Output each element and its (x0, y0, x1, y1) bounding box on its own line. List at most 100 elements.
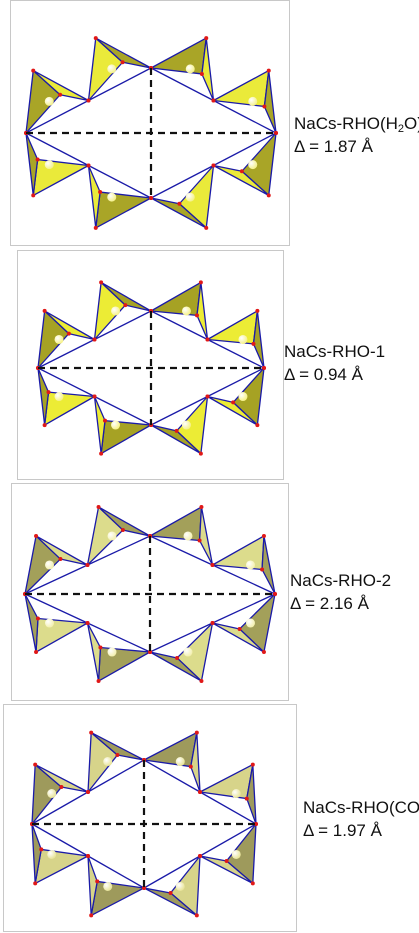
tetrahedron (24, 68, 91, 135)
oxygen-atom (85, 621, 90, 625)
oxygen-atom (92, 337, 97, 342)
oxygen-atom (198, 790, 202, 794)
cation-sphere (185, 192, 195, 202)
tetrahedron (205, 366, 266, 428)
oxygen-atom (34, 650, 39, 655)
ring-diagram-4 (30, 730, 258, 918)
oxygen-atom (93, 36, 98, 41)
cation-sphere (238, 392, 248, 402)
cation-sphere (107, 531, 117, 541)
oxygen-atom (266, 68, 271, 73)
oxygen-atom (210, 563, 215, 567)
tetrahedron (149, 394, 210, 456)
oxygen-atom (274, 131, 278, 135)
cation-sphere (111, 306, 121, 316)
cation-sphere (248, 96, 258, 106)
tetrahedron (211, 68, 278, 135)
oxygen-atom (177, 201, 182, 206)
tetrahedron (24, 131, 91, 198)
tetrahedron (92, 394, 153, 456)
oxygen-atom (46, 390, 51, 395)
oxygen-atom (204, 225, 209, 230)
cation-sphere (44, 96, 54, 106)
oxygen-atom (120, 60, 125, 65)
oxygen-atom (34, 533, 39, 538)
oxygen-atom (59, 785, 64, 790)
oxygen-atom (261, 650, 266, 655)
ring-diagram-2 (36, 280, 266, 456)
cation-sphere (185, 64, 195, 74)
oxygen-atom (85, 563, 90, 567)
oxygen-atom (58, 92, 63, 97)
oxygen-atom (261, 533, 266, 538)
structure-label-1: NaCs-RHO(H2O) Δ = 1.87 Å (294, 112, 419, 158)
distortion-value-2: Δ = 0.94 Å (284, 365, 363, 384)
oxygen-atom (250, 881, 255, 886)
structure-name-2: NaCs-RHO-1 (284, 342, 386, 361)
oxygen-atom (115, 753, 120, 758)
oxygen-atom (231, 400, 236, 405)
structure-label-2: NaCs-RHO-1 Δ = 0.94 Å (284, 340, 385, 386)
oxygen-atom (198, 280, 203, 285)
tetrahedron (198, 762, 258, 826)
cation-sphere (47, 789, 57, 799)
oxygen-atom (86, 98, 91, 103)
tetrahedron (30, 762, 90, 826)
distortion-value-4: Δ = 1.97 Å (303, 821, 382, 840)
cation-sphere (107, 647, 117, 657)
oxygen-atom (205, 337, 210, 342)
tetrahedron (92, 280, 153, 342)
tetrahedron (23, 592, 90, 655)
oxygen-atom (224, 858, 229, 863)
oxygen-atom (251, 341, 256, 346)
tetrahedron (149, 36, 216, 103)
tetrahedron (86, 36, 153, 103)
structure-panel-1 (10, 0, 290, 246)
oxygen-atom (237, 626, 242, 631)
oxygen-atom (266, 193, 271, 198)
oxygen-atom (66, 331, 71, 336)
oxygen-atom (205, 394, 210, 399)
ring-diagram-3 (23, 504, 277, 684)
oxygen-atom (86, 790, 90, 794)
cation-sphere (245, 618, 255, 628)
oxygen-atom (89, 913, 94, 918)
cation-sphere (183, 647, 193, 657)
oxygen-atom (149, 196, 153, 200)
oxygen-atom (210, 621, 215, 625)
oxygen-atom (197, 538, 202, 543)
structure-name-3: NaCs-RHO-2 (290, 571, 392, 590)
cation-sphere (175, 757, 185, 767)
oxygen-atom (194, 313, 199, 318)
tetrahedron (85, 621, 152, 684)
cation-sphere (54, 392, 64, 402)
cation-sphere (183, 531, 193, 541)
oxygen-atom (93, 225, 98, 230)
oxygen-atom (99, 280, 104, 285)
cation-sphere (175, 881, 185, 891)
oxygen-atom (42, 423, 47, 428)
oxygen-atom (273, 592, 277, 596)
oxygen-atom (33, 881, 38, 886)
tetrahedron (86, 163, 153, 230)
structure-label-3: NaCs-RHO-2 Δ = 2.16 Å (290, 569, 391, 615)
structure-panel-3 (11, 483, 289, 701)
oxygen-atom (260, 567, 265, 572)
cation-sphere (103, 881, 113, 891)
cation-sphere (231, 789, 241, 799)
tetrahedron (205, 308, 266, 370)
tetrahedron (210, 592, 277, 655)
oxygen-atom (123, 303, 128, 308)
oxygen-atom (255, 308, 260, 313)
cation-sphere (248, 160, 258, 170)
tetrahedron (211, 131, 278, 198)
structure-name-4: NaCs-RHO(CO2) (303, 798, 419, 817)
tetrahedron (148, 621, 215, 684)
oxygen-atom (194, 730, 199, 735)
structure-label-4: NaCs-RHO(CO2) Δ = 1.97 Å (303, 796, 419, 842)
oxygen-atom (262, 104, 267, 109)
cation-sphere (181, 306, 191, 316)
oxygen-atom (92, 394, 97, 399)
oxygen-atom (86, 854, 90, 858)
oxygen-atom (175, 655, 180, 660)
